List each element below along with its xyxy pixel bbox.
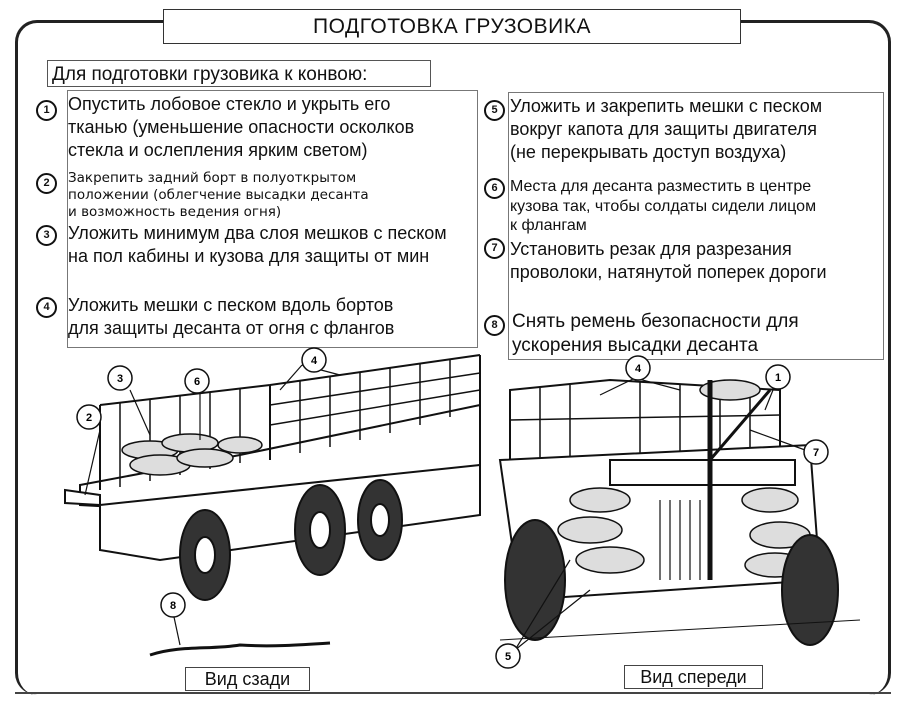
- step-2-line: положении (облегчение высадки десанта: [68, 187, 369, 203]
- step-3-text: Уложить минимум два слоя мешков с песком…: [68, 222, 447, 268]
- step-7-line: Установить резак для разрезания: [510, 239, 792, 259]
- step-number-4: 4: [36, 297, 57, 318]
- step-number-6: 6: [484, 178, 505, 199]
- step-5-text: Уложить и закрепить мешки с песком вокру…: [510, 95, 822, 164]
- steps-box-right: [508, 92, 884, 360]
- front-callout-4: 4: [635, 363, 642, 375]
- front-view-truck-illustration: 4 1 7 5: [495, 355, 861, 669]
- step-8-line: Снять ремень безопасности для: [512, 311, 799, 332]
- step-7-text: Установить резак для разрезания проволок…: [510, 238, 827, 284]
- step-6-line: к флангам: [510, 217, 587, 234]
- step-8-line: ускорения высадки десанта: [512, 335, 759, 356]
- front-view-caption: Вид спереди: [624, 665, 763, 689]
- rear-callout-8: 8: [170, 600, 176, 612]
- step-7-line: проволоки, натянутой поперек дороги: [510, 262, 827, 282]
- step-3-line: на пол кабины и кузова для защиты от мин: [68, 246, 430, 266]
- step-5-line: (не перекрывать доступ воздуха): [510, 142, 787, 162]
- step-number-1: 1: [36, 100, 57, 121]
- front-callout-7: 7: [813, 447, 819, 459]
- step-number-8: 8: [484, 315, 505, 336]
- rear-view-caption: Вид сзади: [185, 667, 310, 691]
- step-4-line: для защиты десанта от огня с флангов: [68, 318, 395, 338]
- step-4-text: Уложить мешки с песком вдоль бортов для …: [68, 294, 394, 340]
- page-title: ПОДГОТОВКА ГРУЗОВИКА: [163, 9, 741, 44]
- step-2-line: и возможность ведения огня): [68, 204, 282, 220]
- step-6-line: Места для десанта разместить в центре: [510, 178, 812, 195]
- step-1-line: Опустить лобовое стекло и укрыть его: [68, 94, 391, 114]
- step-number-3: 3: [36, 225, 57, 246]
- step-1-line: стекла и ослепления ярким светом): [68, 140, 368, 160]
- front-callout-5: 5: [505, 651, 511, 663]
- rear-callout-4: 4: [311, 355, 318, 367]
- subtitle: Для подготовки грузовика к конвою:: [47, 60, 431, 87]
- step-2-line: Закрепить задний борт в полуоткрытом: [68, 170, 357, 186]
- rear-callout-2: 2: [86, 412, 92, 424]
- step-1-line: тканью (уменьшение опасности осколков: [68, 117, 415, 137]
- step-6-text: Места для десанта разместить в центре ку…: [510, 177, 816, 236]
- rear-callout-3: 3: [117, 373, 123, 385]
- step-8-text: Снять ремень безопасности для ускорения …: [512, 310, 799, 358]
- step-6-line: кузова так, чтобы солдаты сидели лицом: [510, 197, 817, 215]
- step-number-7: 7: [484, 238, 505, 259]
- step-3-line: Уложить минимум два слоя мешков с песком: [68, 223, 447, 243]
- steps-box-left: [67, 90, 478, 348]
- step-5-line: Уложить и закрепить мешки с песком: [510, 96, 823, 116]
- step-5-line: вокруг капота для защиты двигателя: [510, 119, 817, 139]
- rear-view-truck-illustration: 3 6 4 2 8: [64, 347, 481, 657]
- step-2-text: Закрепить задний борт в полуоткрытом пол…: [68, 170, 369, 221]
- front-callout-1: 1: [775, 372, 781, 384]
- frame-bottom-line: [15, 692, 891, 694]
- step-4-line: Уложить мешки с песком вдоль бортов: [68, 295, 394, 315]
- step-number-2: 2: [36, 173, 57, 194]
- rear-callout-6: 6: [194, 376, 200, 388]
- step-1-text: Опустить лобовое стекло и укрыть его тка…: [68, 93, 414, 162]
- step-number-5: 5: [484, 100, 505, 121]
